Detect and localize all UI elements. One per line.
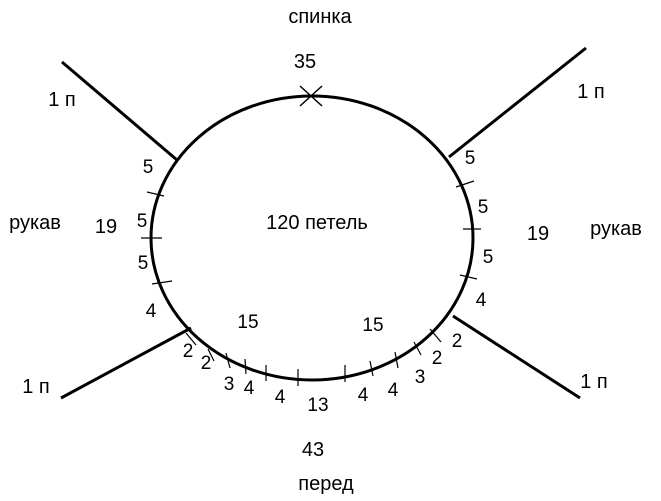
left-segment-number: 5 bbox=[138, 253, 149, 274]
front-segment-number: 2 bbox=[201, 353, 212, 374]
front-left-count: 15 bbox=[237, 312, 258, 333]
front-segment-number: 2 bbox=[183, 341, 194, 362]
neckline-oval bbox=[149, 94, 475, 382]
left-sleeve-ticks bbox=[141, 191, 173, 285]
raglan-line-top-right bbox=[448, 46, 587, 159]
left-segment-number: 5 bbox=[137, 211, 148, 232]
raglan-label-bottom-right: 1 п bbox=[580, 371, 608, 393]
front-label: перед bbox=[298, 473, 354, 495]
center-label: 120 петель bbox=[266, 212, 368, 234]
right-segment-number: 5 bbox=[478, 197, 489, 218]
front-segment-number: 3 bbox=[415, 367, 426, 388]
front-count: 43 bbox=[302, 439, 324, 461]
back-center-marker bbox=[299, 85, 323, 107]
front-segment-number: 4 bbox=[244, 378, 255, 399]
right-sleeve-ticks bbox=[455, 180, 481, 280]
front-right-count: 15 bbox=[362, 315, 383, 336]
front-center-count: 13 bbox=[307, 395, 328, 416]
back-count: 35 bbox=[294, 51, 316, 73]
raglan-label-top-right: 1 п bbox=[577, 81, 605, 103]
front-segment-number: 4 bbox=[275, 387, 286, 408]
raglan-label-bottom-left: 1 п bbox=[22, 376, 50, 398]
left-segment-number: 4 bbox=[146, 301, 157, 322]
raglan-line-bottom-left bbox=[60, 326, 192, 400]
raglan-label-top-left: 1 п bbox=[48, 89, 76, 111]
left-sleeve-label: рукав bbox=[9, 212, 61, 234]
right-segment-number: 5 bbox=[483, 247, 494, 268]
right-sleeve-count: 19 bbox=[527, 223, 549, 245]
right-segment-number: 5 bbox=[465, 148, 476, 169]
left-segment-number: 5 bbox=[143, 157, 154, 178]
front-ticks bbox=[185, 328, 442, 386]
front-segment-number: 3 bbox=[224, 374, 235, 395]
right-segment-number: 4 bbox=[476, 290, 487, 311]
right-sleeve-label: рукав bbox=[590, 218, 642, 240]
raglan-line-bottom-right bbox=[452, 314, 581, 400]
front-segment-number: 4 bbox=[388, 380, 399, 401]
front-segment-number: 2 bbox=[452, 331, 463, 352]
front-segment-number: 2 bbox=[432, 348, 443, 369]
raglan-line-top-left bbox=[61, 60, 178, 162]
left-sleeve-count: 19 bbox=[95, 216, 117, 238]
back-label: спинка bbox=[288, 6, 352, 28]
front-segment-number: 4 bbox=[358, 385, 369, 406]
